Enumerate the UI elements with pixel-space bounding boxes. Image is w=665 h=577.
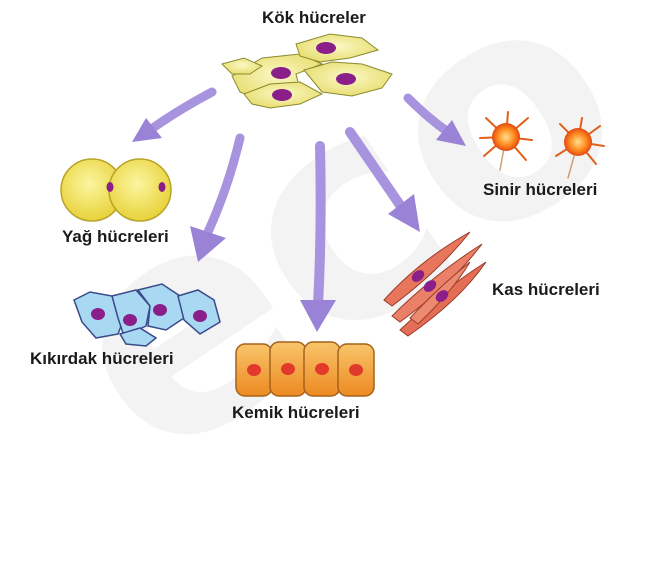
muscle-nucleus <box>435 290 449 302</box>
bone-nucleus <box>281 363 295 375</box>
stem-cell-diagram: eco <box>0 0 665 528</box>
stem-nucleus <box>271 67 291 79</box>
muscle-nucleus <box>423 280 437 292</box>
arrow-to-fat <box>132 87 217 142</box>
arrows <box>132 87 466 332</box>
muscle-cells <box>383 231 487 337</box>
bone-nucleus <box>315 363 329 375</box>
cartilage-nucleus <box>153 304 167 316</box>
bone-nucleus <box>247 364 261 376</box>
cartilage-cell <box>111 289 151 338</box>
nerve-cells <box>479 111 605 179</box>
stem-nucleus <box>316 42 336 54</box>
cartilage-nucleus <box>123 314 137 326</box>
cartilage-nucleus <box>91 308 105 320</box>
fat-nucleus <box>106 182 114 192</box>
nerve-cells-label: Sinir hücreleri <box>483 180 598 199</box>
cartilage-cells <box>73 283 221 347</box>
arrow-to-cartilage <box>190 133 245 262</box>
cartilage-nucleus <box>193 310 207 322</box>
fat-cells <box>60 158 172 222</box>
stem-nucleus <box>272 89 292 101</box>
bone-cells-label: Kemik hücreleri <box>232 403 360 422</box>
muscle-nucleus <box>411 270 425 282</box>
fat-nucleus <box>158 182 166 192</box>
diagram-graphics <box>60 33 605 397</box>
fat-cells-label: Yağ hücreleri <box>62 227 169 246</box>
muscle-cell <box>383 231 471 307</box>
muscle-cells-label: Kas hücreleri <box>492 280 600 299</box>
stem-cells <box>221 33 393 109</box>
arrow-to-muscle <box>345 127 420 232</box>
stem-cell <box>221 57 264 75</box>
cartilage-cells-label: Kıkırdak hücreleri <box>30 349 174 368</box>
nerve-cell <box>555 117 605 179</box>
bone-cells <box>235 341 375 397</box>
bone-nucleus <box>349 364 363 376</box>
stem-cell <box>295 33 380 63</box>
stem-nucleus <box>336 73 356 85</box>
nerve-cell <box>479 111 533 171</box>
arrow-to-nerve <box>403 93 466 146</box>
cartilage-cell <box>118 327 158 347</box>
stem-cells-title: Kök hücreler <box>262 8 366 27</box>
arrow-to-bone <box>300 141 336 332</box>
